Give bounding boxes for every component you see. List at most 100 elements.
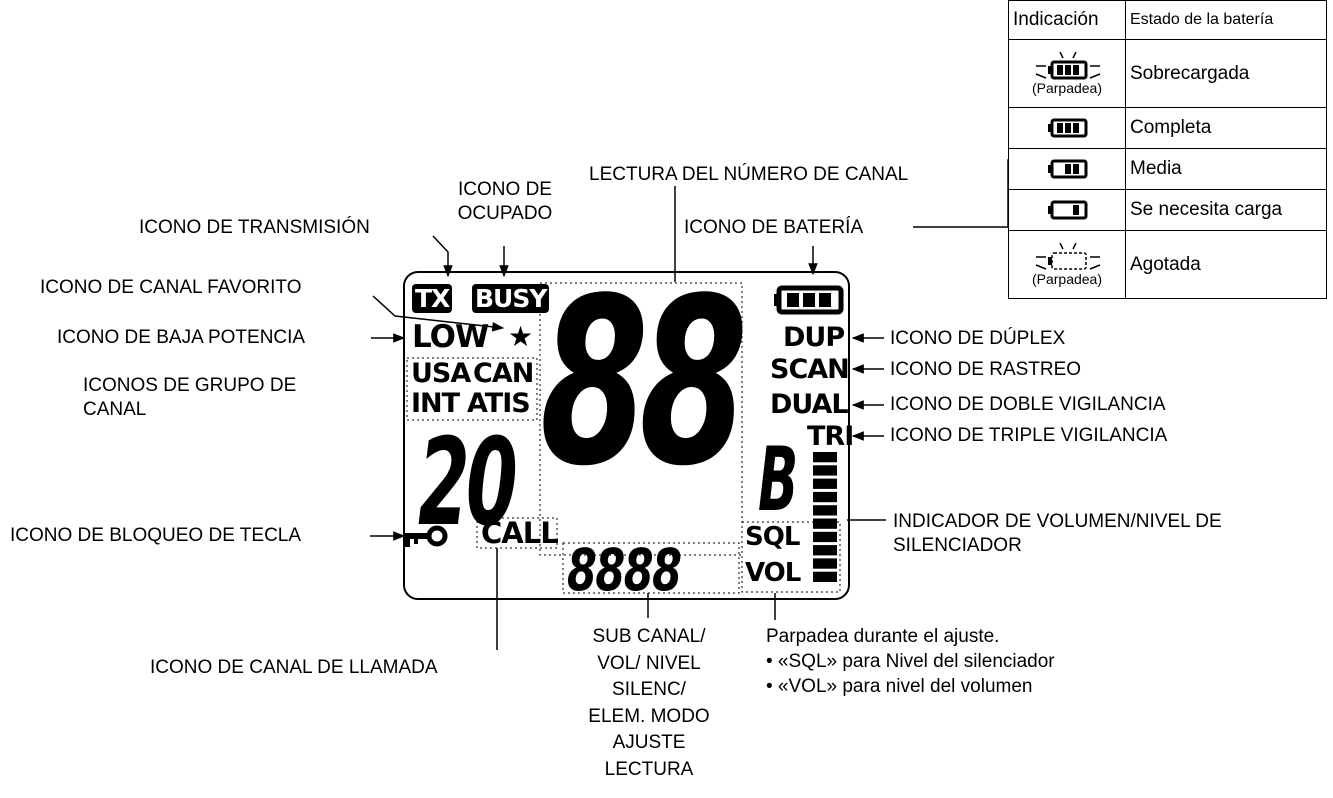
sub-digits-box <box>562 542 740 594</box>
battery-state-cell: Se necesita carga <box>1125 189 1327 231</box>
level-bar <box>813 531 837 543</box>
volume-level-bars <box>813 452 837 582</box>
battery-state-cell: Completa <box>1125 107 1327 149</box>
label-sub-line6: LECTURA <box>604 758 694 780</box>
battery-empty-blinking-icon <box>1035 242 1101 270</box>
label-parpadea-note: Parpadea durante el ajuste. • «SQL» para… <box>766 624 1055 699</box>
battery-indicator-cell <box>1008 189 1126 231</box>
label-ocupado-line1: ICONO DE <box>458 179 552 200</box>
battery-full-icon <box>1048 118 1088 138</box>
dup-icon: DUP <box>783 322 845 353</box>
battery-medium-icon <box>1048 159 1088 179</box>
dual-icon: DUAL <box>770 389 849 420</box>
int-icon: INT <box>411 388 460 419</box>
leader-lines <box>370 159 1018 650</box>
label-llamada: ICONO DE CANAL DE LLAMADA <box>150 657 438 678</box>
level-bar <box>813 491 837 503</box>
label-sub-line1: SUB CANAL/ <box>592 626 706 647</box>
battery-indicator-cell: (Parpadea) <box>1008 230 1126 299</box>
battery-row: (Parpadea) Sobrecargada <box>1008 39 1327 108</box>
label-bloqueo: ICONO DE BLOQUEO DE TECLA <box>10 525 302 546</box>
atis-icon: ATIS <box>467 388 531 419</box>
key-lock-icon <box>405 525 448 547</box>
low-power-icon: LOW <box>412 319 489 355</box>
battery-state-cell: Agotada <box>1125 230 1327 299</box>
level-bar <box>813 558 837 569</box>
label-bateria: ICONO DE BATERÍA <box>684 217 864 238</box>
battery-indicator-cell: (Parpadea) <box>1008 39 1126 108</box>
label-volumen: INDICADOR DE VOLUMEN/NIVEL DE SILENCIADO… <box>893 510 1222 558</box>
blink-note: (Parpadea) <box>1031 270 1103 287</box>
label-favorito: ICONO DE CANAL FAVORITO <box>40 277 302 298</box>
battery-row: Media <box>1008 148 1327 190</box>
label-grupo: ICONOS DE GRUPO DE CANAL <box>83 374 296 422</box>
level-bar <box>813 545 837 556</box>
label-grupo-line2: CANAL <box>83 399 147 420</box>
usa-icon: USA <box>411 358 471 389</box>
header-estado: Estado de la batería <box>1125 0 1327 40</box>
label-parpadea: Parpadea durante el ajuste. <box>766 626 1000 647</box>
busy-icon: BUSY <box>472 284 550 313</box>
tri-icon: TRI <box>807 421 854 452</box>
level-box <box>741 521 841 593</box>
suffix-digit: B <box>758 428 798 531</box>
tx-text: TX <box>412 284 453 313</box>
sql-icon: SQL <box>745 522 800 552</box>
battery-low-icon <box>1048 200 1088 220</box>
label-sub-line5: AJUSTE <box>612 732 686 753</box>
label-sql-note: • «SQL» para Nivel del silenciador <box>766 651 1055 672</box>
channel-group-box <box>406 357 538 421</box>
label-ocupado: ICONO DE OCUPADO <box>443 178 567 226</box>
level-bar <box>813 478 837 489</box>
battery-blinking-full-icon <box>1035 51 1101 79</box>
battery-row: (Parpadea) Agotada <box>1008 230 1327 299</box>
scan-icon: SCAN <box>770 354 850 385</box>
level-bar <box>813 571 837 582</box>
label-rastreo: ICONO DE RASTREO <box>890 359 1082 380</box>
level-bar <box>813 452 837 463</box>
label-sub-line4: ELEM. MODO <box>588 705 710 727</box>
tx-icon: TX <box>412 284 453 313</box>
label-sub-canal: SUB CANAL/ VOL/ NIVEL SILENC/ ELEM. MODO… <box>560 624 738 783</box>
label-volumen-line2: SILENCIADOR <box>893 535 1022 556</box>
battery-indicator-cell <box>1008 148 1126 190</box>
label-transmision: ICONO DE TRANSMISIÓN <box>139 217 370 238</box>
battery-row: Se necesita carga <box>1008 189 1327 231</box>
lcd-battery-icon <box>774 285 844 315</box>
label-triple: ICONO DE TRIPLE VIGILANCIA <box>890 425 1168 446</box>
battery-indicator-cell <box>1008 107 1126 149</box>
label-vol-note: • «VOL» para nivel del volumen <box>766 676 1033 697</box>
battery-state-cell: Media <box>1125 148 1327 190</box>
label-sub-line3: SILENC/ <box>612 679 686 700</box>
call-icon-box <box>476 517 558 549</box>
vol-icon: VOL <box>745 558 801 588</box>
left-channel-digits: 20 <box>418 414 518 553</box>
battery-table: Indicación Estado de la batería (Parpade… <box>1008 0 1327 299</box>
can-icon: CAN <box>473 358 534 389</box>
blink-note: (Parpadea) <box>1031 79 1103 96</box>
level-bar <box>813 518 837 529</box>
battery-row: Completa <box>1008 107 1327 149</box>
lcd-frame <box>403 271 850 600</box>
level-bar <box>813 505 837 516</box>
busy-text: BUSY <box>472 284 550 313</box>
label-sub-line2: VOL/ NIVEL <box>597 652 701 674</box>
battery-table-header: Indicación Estado de la batería <box>1008 0 1327 40</box>
label-baja: ICONO DE BAJA POTENCIA <box>57 327 306 348</box>
call-icon: CALL <box>481 516 559 550</box>
label-lectura: LECTURA DEL NÚMERO DE CANAL <box>589 164 909 185</box>
main-channel-digits: 88 <box>540 250 748 517</box>
sub-digits: 8888 <box>567 536 682 604</box>
main-digits-box <box>539 282 743 556</box>
label-doble: ICONO DE DOBLE VIGILANCIA <box>890 394 1166 415</box>
label-duplex: ICONO DE DÚPLEX <box>890 328 1066 349</box>
header-indicacion: Indicación <box>1008 0 1126 40</box>
favorite-star-icon: ★ <box>508 320 533 353</box>
label-volumen-line1: INDICADOR DE VOLUMEN/NIVEL DE <box>893 511 1222 532</box>
level-bar <box>813 465 837 476</box>
battery-state-cell: Sobrecargada <box>1125 39 1327 108</box>
label-grupo-line1: ICONOS DE GRUPO DE <box>83 375 297 396</box>
label-ocupado-line2: OCUPADO <box>457 203 553 224</box>
